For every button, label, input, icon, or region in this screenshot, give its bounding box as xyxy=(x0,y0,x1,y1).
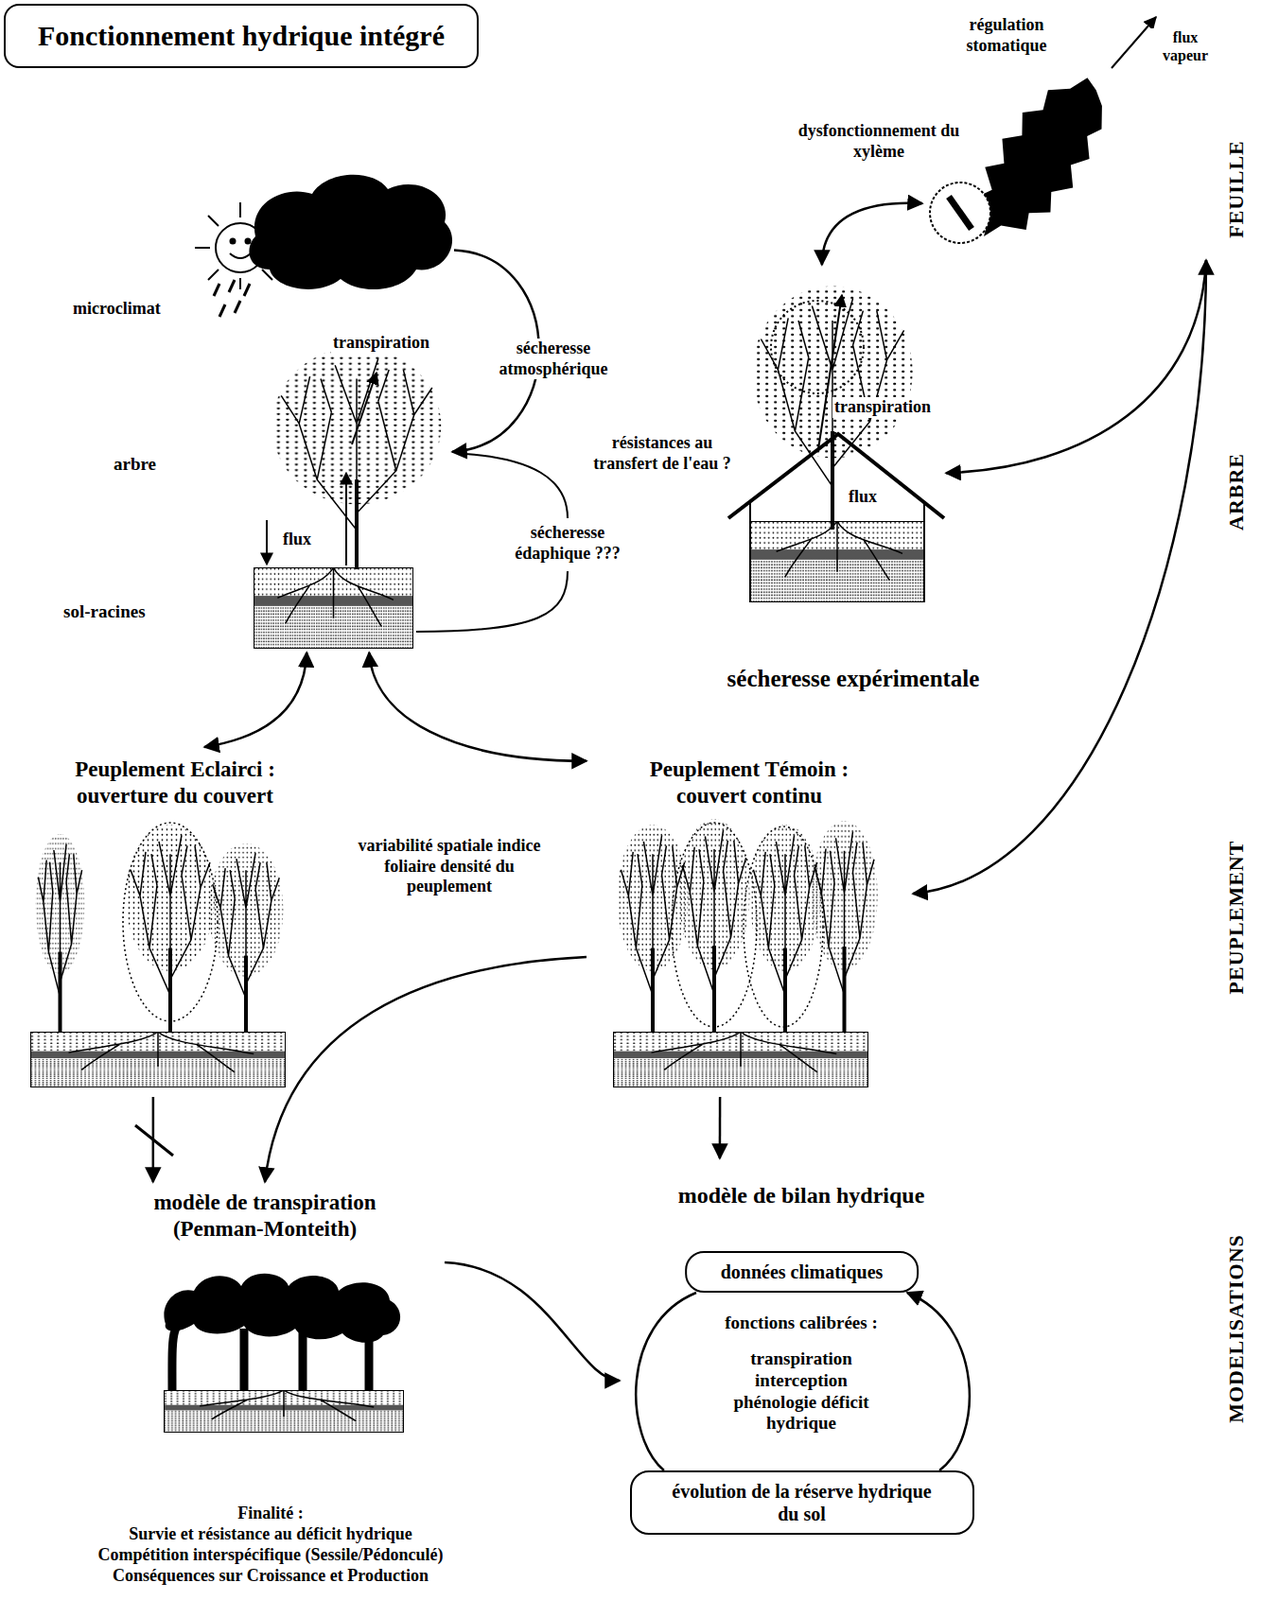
tree-drawing xyxy=(616,824,688,1033)
transpiration-arrow xyxy=(818,295,842,450)
aim-label: Compétition interspécifique (Sessile/Péd… xyxy=(96,1545,446,1567)
connector xyxy=(718,1097,722,1159)
rain-drop xyxy=(228,280,235,293)
transpiration-arrow xyxy=(351,372,377,445)
water-input-arrow xyxy=(265,520,268,565)
stomata-loupe xyxy=(929,182,991,244)
connector xyxy=(635,1293,697,1472)
rounded-box: données climatiques xyxy=(684,1251,920,1294)
note-label: sécheresse édaphique ??? xyxy=(499,523,636,564)
sap-flow-arrow xyxy=(345,472,348,566)
flux-label: flux xyxy=(280,529,314,551)
soil-block xyxy=(253,567,414,649)
connector xyxy=(822,203,923,265)
crown-outline xyxy=(122,823,218,1022)
connector xyxy=(368,652,587,762)
edge-label: dysfonctionnement du xylème xyxy=(782,121,976,162)
note-label: fonctions calibrées : xyxy=(722,1313,879,1335)
flux-label: transpiration xyxy=(832,397,933,419)
connector xyxy=(444,1262,620,1382)
flux-label: transpiration xyxy=(331,332,432,354)
tree-drawing xyxy=(209,843,284,1033)
model-heading: modèle de bilan hydrique xyxy=(676,1182,928,1210)
scale-label: arbre xyxy=(111,454,158,476)
sun-mouth xyxy=(229,253,251,259)
climate-label: microclimat xyxy=(70,298,163,320)
note-label: transpiration interception phénologie dé… xyxy=(717,1348,887,1436)
canopy-post xyxy=(172,1319,369,1391)
greenhouse-roof xyxy=(728,434,945,519)
connector xyxy=(264,957,587,1183)
scale-label: sol-racines xyxy=(61,601,148,624)
sun-ray xyxy=(194,246,211,249)
tree-drawing xyxy=(810,821,878,1033)
soil-block xyxy=(750,521,925,603)
aim-label: Finalité : xyxy=(235,1504,306,1525)
connector xyxy=(204,652,307,748)
vapour-label: flux vapeur xyxy=(1150,28,1221,65)
tree-drawing xyxy=(678,819,750,1033)
tree-drawing xyxy=(749,824,821,1033)
bracket xyxy=(416,571,568,632)
sun-ray xyxy=(239,202,242,218)
level-label: FEUILLE xyxy=(1224,138,1249,241)
connector xyxy=(907,1293,970,1472)
rain-drop xyxy=(244,283,250,297)
stand-heading: Peuplement Témoin : couvert continu xyxy=(614,756,884,809)
stand-node: Peuplement Eclairci : ouverture du couve… xyxy=(9,747,341,1098)
tree-drawing xyxy=(125,824,215,1033)
note-label: résistances au transfert de l'eau ? xyxy=(589,433,736,474)
sun-ray xyxy=(208,215,219,227)
rain-drop xyxy=(219,304,226,317)
connector xyxy=(912,260,1207,894)
crown-outline xyxy=(743,826,824,1028)
bracket xyxy=(465,454,568,519)
rain-drop xyxy=(234,300,241,314)
rain xyxy=(213,280,250,317)
level-label: PEUPLEMENT xyxy=(1224,839,1249,998)
connector xyxy=(945,260,1207,473)
sun-ray xyxy=(239,278,242,290)
aim-label: Conséquences sur Croissance et Productio… xyxy=(110,1566,431,1588)
rain-drop xyxy=(213,283,220,297)
model-heading: modèle de transpiration (Penman-Monteith… xyxy=(106,1190,423,1243)
box-label: évolution de la réserve hydrique du sol xyxy=(660,1480,945,1526)
soil-block xyxy=(612,1032,869,1088)
vapour-arrow xyxy=(1111,17,1156,69)
note-label: variabilité spatiale indice foliaire den… xyxy=(350,836,549,898)
section-label: sécheresse expérimentale xyxy=(725,665,982,694)
tree-node: arbre transpiration flux sol-racines xyxy=(56,331,453,653)
leaf-label: régulation stomatique xyxy=(933,15,1080,56)
flux-label: flux xyxy=(846,487,879,508)
level-label: MODELISATIONS xyxy=(1224,1232,1249,1426)
soil-block xyxy=(163,1390,404,1434)
rounded-box: évolution de la réserve hydrique du sol xyxy=(630,1471,975,1536)
sun-eye xyxy=(230,239,236,245)
aim-label: Survie et résistance au déficit hydrique xyxy=(126,1524,414,1546)
greenhouse-wall xyxy=(750,502,925,603)
sun-ray xyxy=(208,269,219,281)
tree-drawing xyxy=(35,834,86,1033)
edge-label: sécheresse atmosphérique xyxy=(480,338,627,380)
climate-node: microclimat xyxy=(56,160,455,327)
tree-drawing xyxy=(272,347,442,570)
zoom-circle xyxy=(770,300,864,394)
stand-heading: Peuplement Eclairci : ouverture du couve… xyxy=(31,756,319,809)
level-label: ARBRE xyxy=(1224,451,1249,533)
stand-node: Peuplement Témoin : couvert continu xyxy=(586,747,913,1098)
cloud xyxy=(248,175,453,290)
box-label: données climatiques xyxy=(720,1261,884,1284)
stomata-bar xyxy=(948,196,972,229)
soil-block xyxy=(30,1032,286,1088)
connector xyxy=(152,1097,156,1183)
diagram-title: Fonctionnement hydrique intégré xyxy=(3,3,479,69)
model-node: modèle de transpiration (Penman-Monteith… xyxy=(85,1182,445,1438)
sun-eye xyxy=(245,239,251,245)
